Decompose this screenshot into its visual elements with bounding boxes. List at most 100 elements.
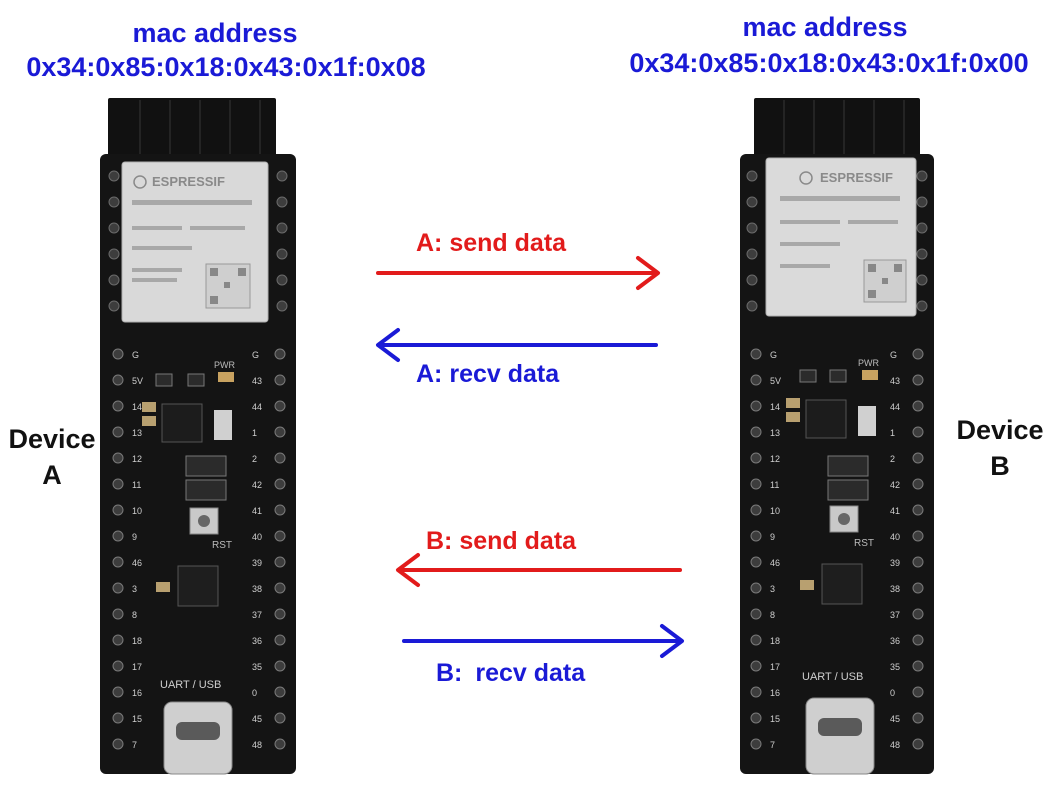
device-a-label-line2: A xyxy=(42,460,62,490)
pin-label-right: 37 xyxy=(890,610,900,620)
pin-label-right: 40 xyxy=(890,532,900,542)
b-recv-text: recv data xyxy=(475,659,586,687)
pin-label-right: 44 xyxy=(890,402,900,412)
pin-label-right: 0 xyxy=(890,688,895,698)
pin-label-right: 48 xyxy=(252,740,262,750)
pin-label-right: 35 xyxy=(890,662,900,672)
pin-label-left: 9 xyxy=(770,532,775,542)
a-recv-text: recv data xyxy=(449,360,560,388)
module-brand: ESPRESSIF xyxy=(152,174,225,189)
usb-uart-chip xyxy=(177,565,219,607)
pwr-led xyxy=(218,372,234,382)
device-a-mac-title: mac address xyxy=(132,18,298,48)
reset-button xyxy=(189,507,219,535)
pin-label-right: 40 xyxy=(252,532,262,542)
pin-label-right: 2 xyxy=(890,454,895,464)
device-a-label: Device A xyxy=(0,421,104,493)
usb-label: UART / USB xyxy=(160,679,221,691)
pin-label-right: 2 xyxy=(252,454,257,464)
b-recv-label: B: recv data xyxy=(436,659,585,688)
pin-label-left: 8 xyxy=(770,610,775,620)
pin-label-right: 38 xyxy=(252,584,262,594)
rst-label: RST xyxy=(212,540,232,551)
pin-label-left: 8 xyxy=(132,610,137,620)
pin-label-left: 7 xyxy=(770,740,775,750)
regulator xyxy=(161,403,203,443)
pwr-label: PWR xyxy=(214,360,235,370)
pin-label-right: 1 xyxy=(252,428,257,438)
a-send-label: A: send data xyxy=(416,229,566,258)
pin-label-right: 42 xyxy=(890,480,900,490)
device-b-label: Device B xyxy=(948,412,1052,484)
pin-label-right: 36 xyxy=(890,636,900,646)
pin-label-right: 38 xyxy=(890,584,900,594)
pin-label-left: 14 xyxy=(770,402,780,412)
pin-label-left: 12 xyxy=(770,454,780,464)
pin-label-right: 48 xyxy=(890,740,900,750)
device-b-label-line2: B xyxy=(990,451,1010,481)
pin-label-right: 43 xyxy=(890,376,900,386)
pin-label-left: 16 xyxy=(132,688,142,698)
pin-label-left: 18 xyxy=(770,636,780,646)
pin-label-left: 7 xyxy=(132,740,137,750)
a-send-arrow xyxy=(376,256,660,290)
pin-label-left: 10 xyxy=(132,506,142,516)
b-send-arrow xyxy=(396,553,682,587)
pin-label-left: G xyxy=(132,350,139,360)
pin-label-left: 11 xyxy=(770,480,779,490)
b-send-prefix: B: xyxy=(426,527,453,555)
a-send-text: send data xyxy=(449,229,567,257)
b-send-label: B: send data xyxy=(426,527,576,556)
pin-label-left: 15 xyxy=(132,714,142,724)
device-b-label-line1: Device xyxy=(956,415,1044,445)
pin-label-right: 43 xyxy=(252,376,262,386)
pin-label-right: 44 xyxy=(252,402,262,412)
module-brand: ESPRESSIF xyxy=(820,170,893,185)
pwr-label: PWR xyxy=(858,358,879,368)
pin-label-left: 15 xyxy=(770,714,780,724)
pin-label-left: 13 xyxy=(132,428,142,438)
pin-label-right: 1 xyxy=(890,428,895,438)
pin-label-left: 16 xyxy=(770,688,780,698)
pin-label-right: 0 xyxy=(252,688,257,698)
pin-label-right: 36 xyxy=(252,636,262,646)
device-b-mac-title: mac address xyxy=(742,12,908,42)
pin-label-left: 14 xyxy=(132,402,142,412)
pwr-led xyxy=(862,370,878,380)
pin-label-left: 11 xyxy=(132,480,141,490)
pin-label-left: 5V xyxy=(132,376,143,386)
a-recv-arrow xyxy=(376,328,658,362)
pin-label-left: 5V xyxy=(770,376,781,386)
device-b-board: ESPRESSIF PWR RST UART / USB G5V14131211… xyxy=(740,98,934,775)
regulator xyxy=(805,399,847,439)
pin-label-left: 46 xyxy=(132,558,142,568)
b-recv-arrow xyxy=(402,624,684,658)
pin-label-left: 9 xyxy=(132,532,137,542)
pin-label-left: 17 xyxy=(132,662,142,672)
pin-label-left: 3 xyxy=(770,584,775,594)
pin-label-left: 3 xyxy=(132,584,137,594)
b-recv-prefix: B: xyxy=(436,659,463,687)
pin-label-left: 17 xyxy=(770,662,780,672)
reset-button xyxy=(829,505,859,533)
usb-label: UART / USB xyxy=(802,671,863,683)
device-b-mac-value: 0x34:0x85:0x18:0x43:0x1f:0x00 xyxy=(629,48,1029,78)
pin-label-right: 39 xyxy=(252,558,262,568)
pin-label-right: 42 xyxy=(252,480,262,490)
device-a-mac-value: 0x34:0x85:0x18:0x43:0x1f:0x08 xyxy=(26,52,426,82)
pin-label-right: G xyxy=(890,350,897,360)
antenna xyxy=(754,98,920,162)
pin-label-left: 18 xyxy=(132,636,142,646)
a-send-prefix: A: xyxy=(416,229,443,257)
device-a-board: ESPRESSIF PWR RST UART / USB G5V14131211… xyxy=(100,98,296,775)
a-recv-label: A: recv data xyxy=(416,360,559,389)
pin-label-right: G xyxy=(252,350,259,360)
pin-label-left: 13 xyxy=(770,428,780,438)
pin-label-left: 12 xyxy=(132,454,142,464)
pin-label-left: G xyxy=(770,350,777,360)
pin-label-right: 41 xyxy=(252,506,262,516)
a-recv-prefix: A: xyxy=(416,360,443,388)
pin-label-right: 41 xyxy=(890,506,900,516)
pin-label-right: 45 xyxy=(252,714,262,724)
